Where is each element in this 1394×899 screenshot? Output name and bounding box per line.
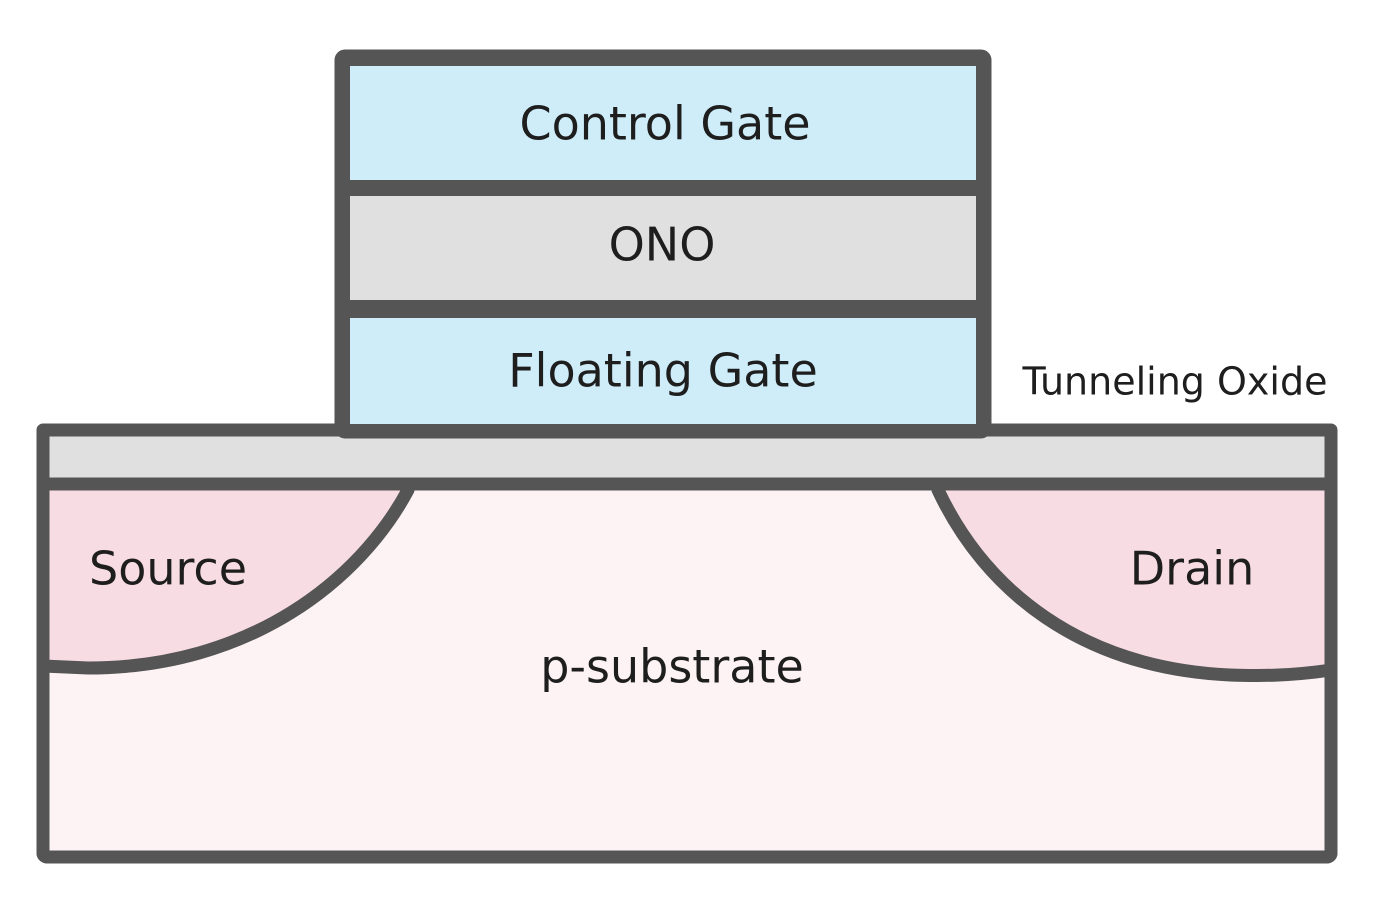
drain-region — [938, 488, 1331, 676]
p-substrate-label: p-substrate — [540, 640, 804, 694]
ono-label: ONO — [609, 218, 716, 272]
floating-gate-label: Floating Gate — [508, 344, 818, 398]
source-boundary — [36, 483, 415, 675]
source-label: Source — [89, 542, 247, 596]
ono-layer — [350, 196, 976, 300]
floating-gate-layer — [350, 318, 976, 424]
source-region — [43, 488, 408, 668]
drain-label: Drain — [1130, 542, 1254, 596]
tunneling-oxide-label: Tunneling Oxide — [1022, 360, 1328, 404]
control-gate-layer — [350, 66, 976, 180]
control-gate-label: Control Gate — [519, 97, 810, 151]
drain-boundary — [931, 483, 1338, 682]
